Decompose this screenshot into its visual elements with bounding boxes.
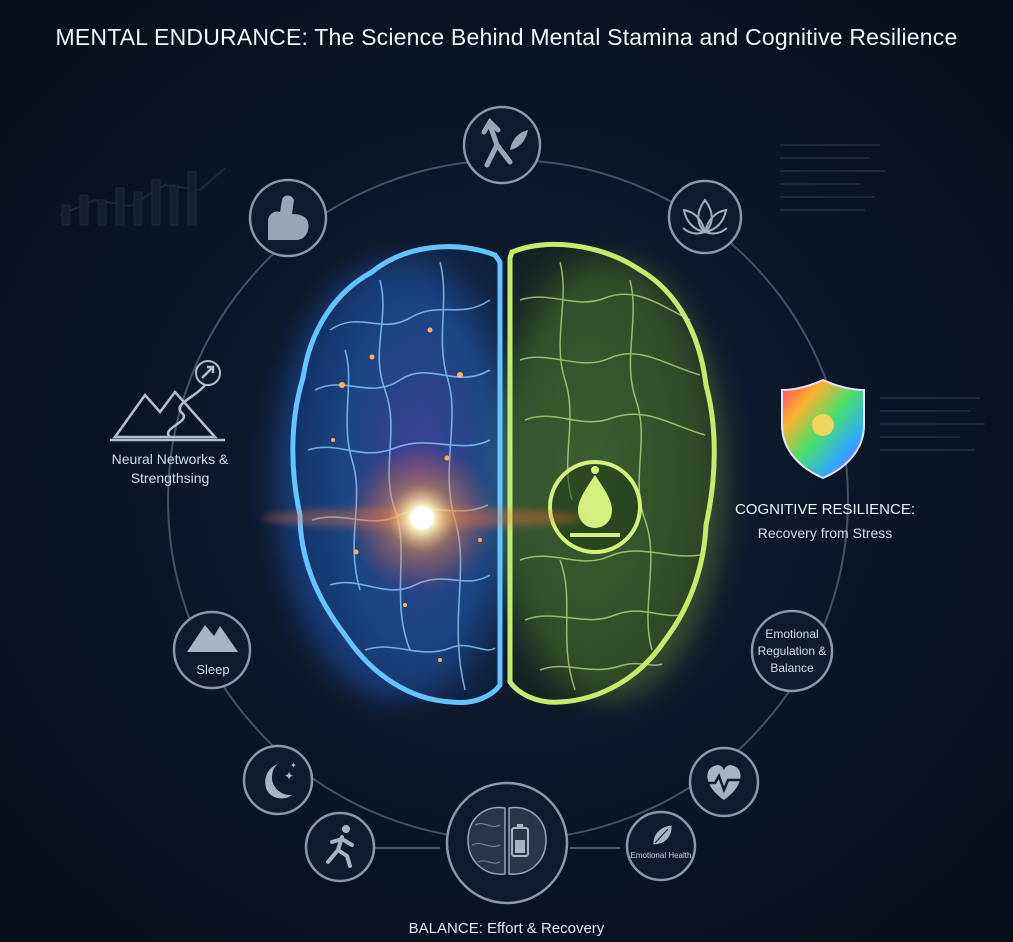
sleep-label: Sleep: [196, 662, 230, 677]
node-strength: [248, 178, 328, 258]
flexed-arm-icon: [268, 195, 309, 240]
node-growth: [462, 105, 542, 185]
node-lotus: [667, 179, 743, 255]
heart-pulse-icon: [706, 765, 742, 800]
emotional-health-label: Emotional Health: [630, 851, 692, 860]
node-emotional-health: [625, 810, 697, 882]
brain-battery-icon: [467, 806, 547, 875]
node-balance: [445, 781, 569, 905]
neural-networks-label: Neural Networks & Strengthsing: [111, 451, 229, 486]
balance-label: BALANCE: Effort & Recovery: [408, 920, 605, 937]
svg-text:✦: ✦: [284, 769, 294, 783]
svg-text:✦: ✦: [290, 761, 297, 770]
water-drop-balance-icon: [548, 460, 642, 554]
mountain-path-icon: [110, 384, 225, 442]
background-text-lines: [780, 144, 985, 451]
emotional-regulation-label: Emotional Regulation & Balance: [757, 627, 827, 675]
page-title: MENTAL ENDURANCE: The Science Behind Men…: [55, 24, 958, 50]
moon-stars-icon: ✦ ✦: [265, 761, 297, 799]
lotus-icon: [682, 198, 728, 235]
growth-arrow-plant-icon: [481, 117, 528, 168]
background-bar-chart: [59, 167, 226, 226]
mountain-icon: [187, 625, 238, 652]
cognitive-resilience-subtitle: Recovery from Stress: [757, 525, 893, 541]
running-person-icon: [326, 825, 354, 868]
node-sleep: [172, 610, 252, 690]
right-hemisphere: [507, 241, 717, 705]
node-resilience: [781, 378, 865, 480]
node-neural: [110, 360, 225, 442]
central-energy-core: [262, 443, 582, 593]
node-running: [304, 811, 376, 883]
node-emotional: [750, 609, 834, 693]
leaf-icon: [652, 824, 673, 846]
node-moon: ✦ ✦: [242, 744, 314, 816]
node-heart: [688, 746, 760, 818]
cognitive-resilience-title: COGNITIVE RESILIENCE:: [734, 501, 916, 518]
